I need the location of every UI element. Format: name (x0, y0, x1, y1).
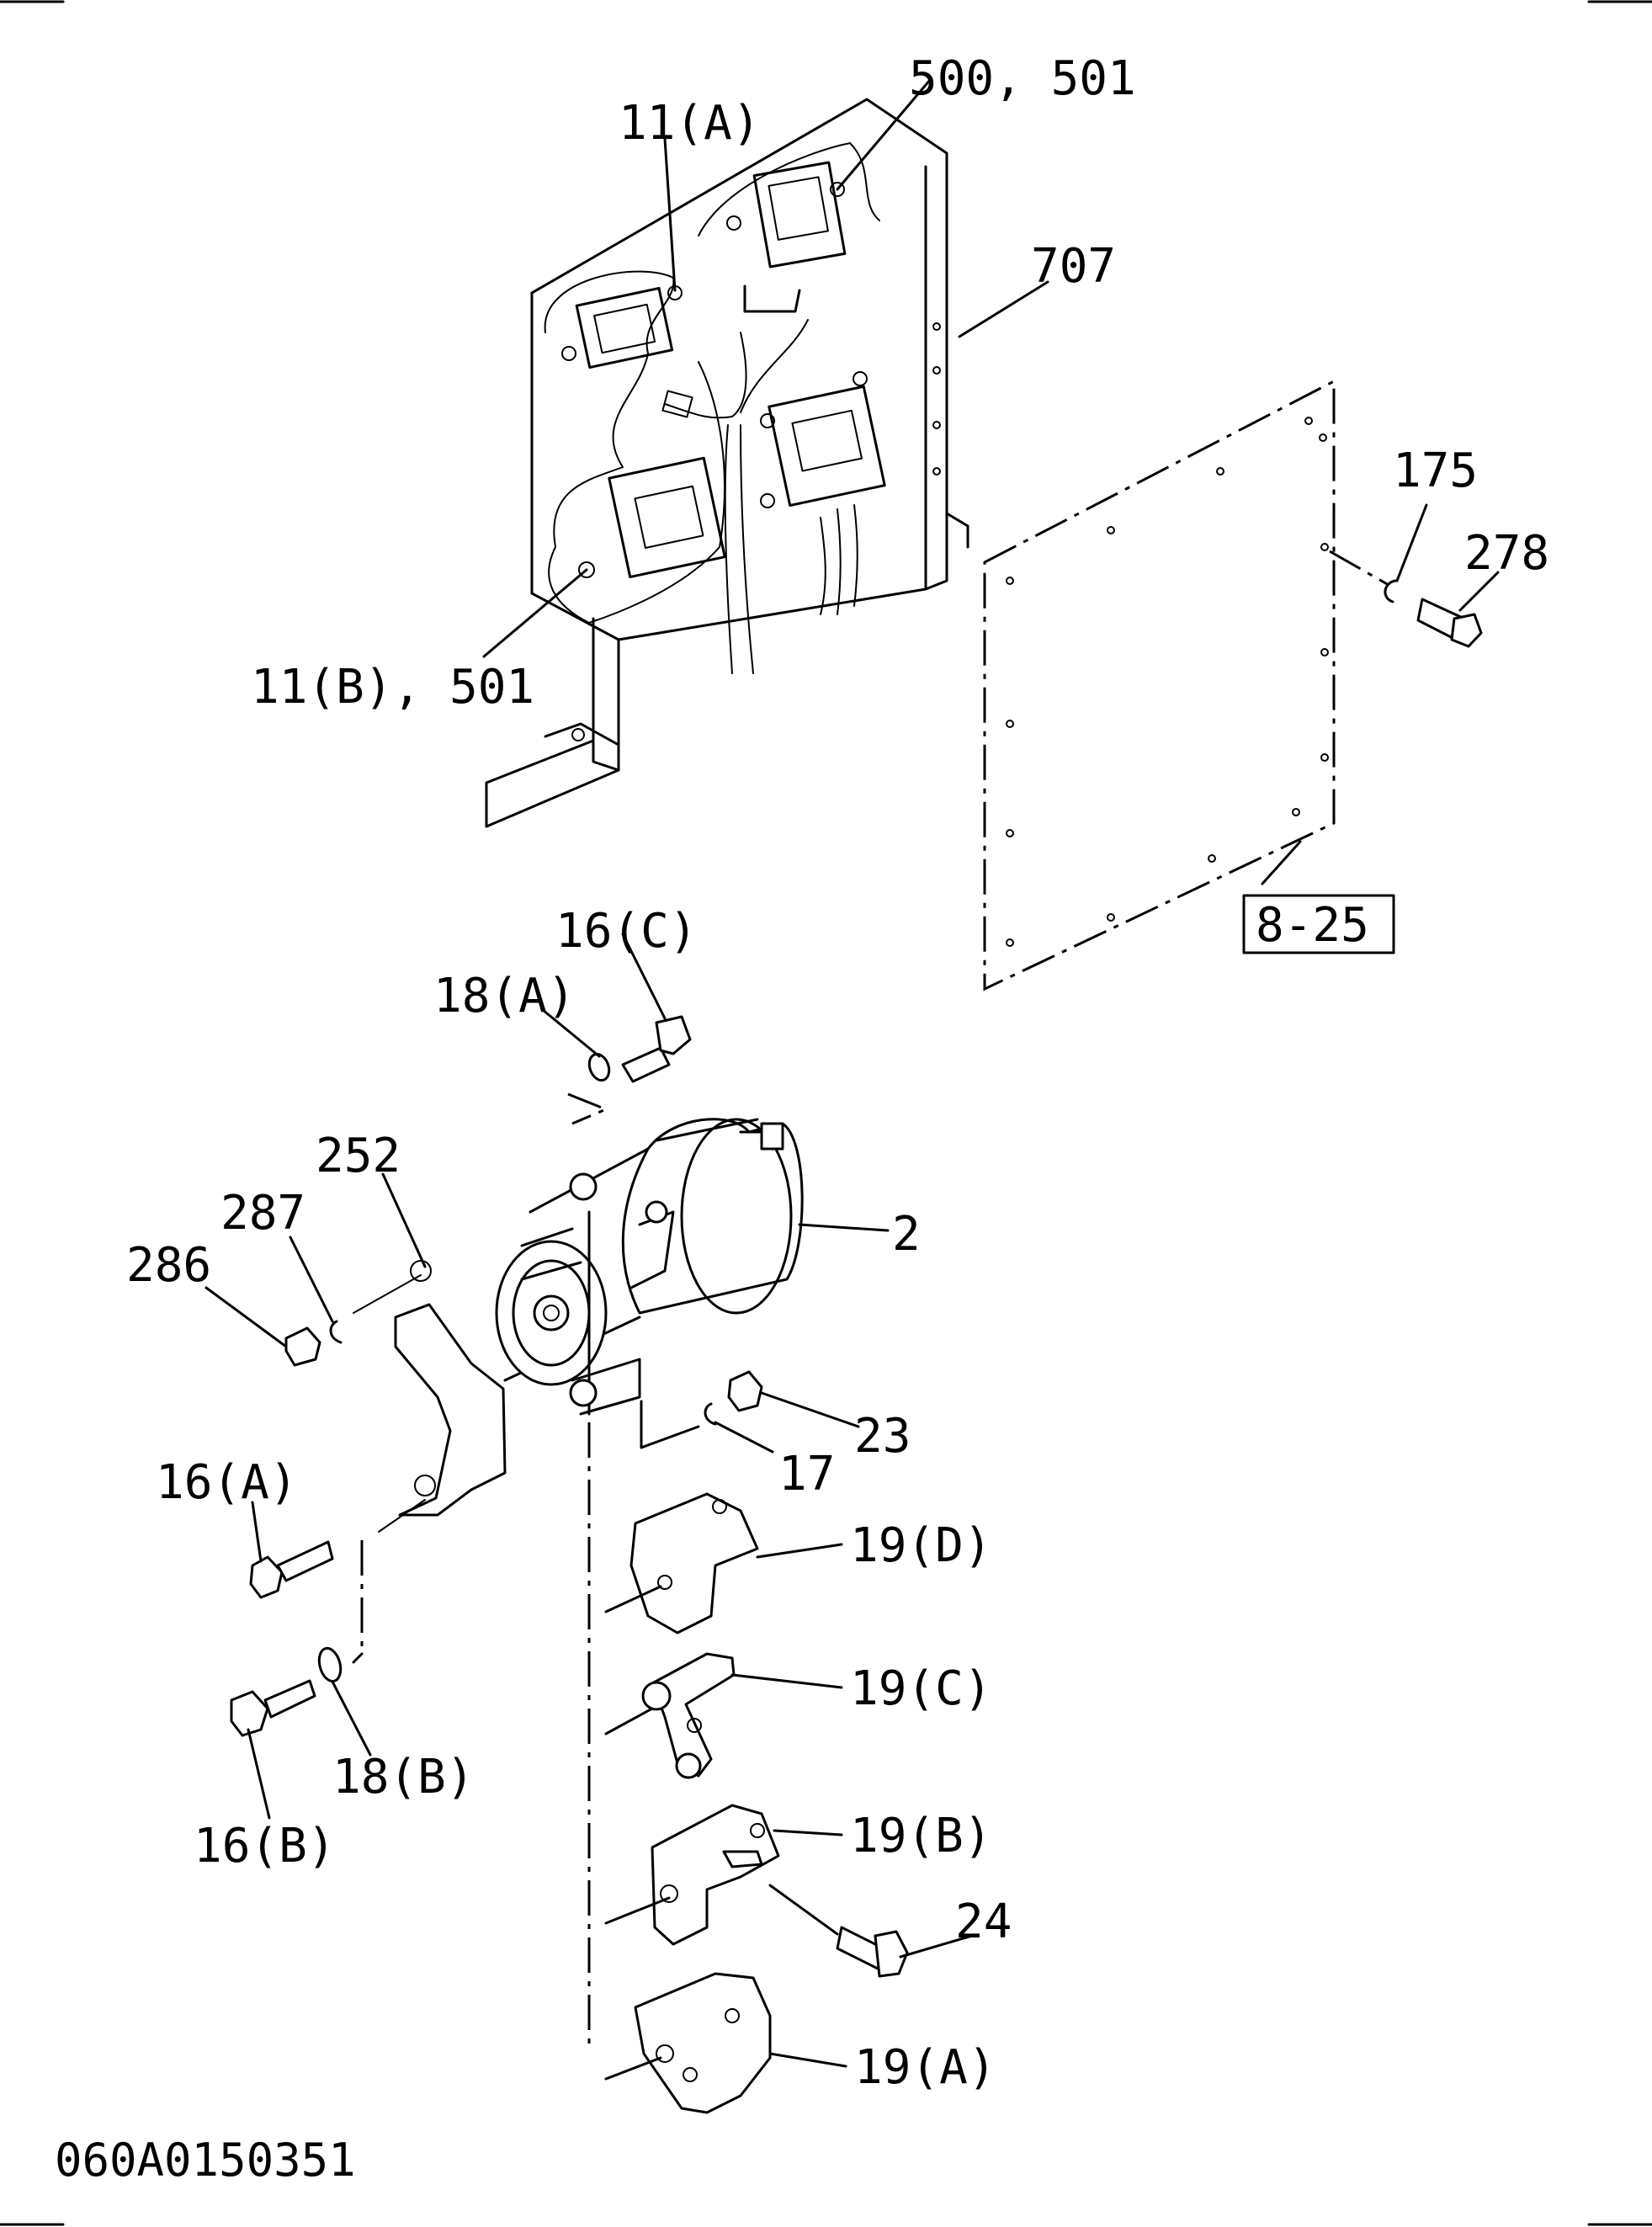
callout-18a: 18(A) (433, 969, 576, 1023)
callout-19a: 19(A) (854, 2040, 996, 2095)
callout-19b: 19(B) (850, 1809, 992, 1863)
bolt-24 (768, 1884, 909, 1978)
callout-278: 278 (1464, 526, 1549, 581)
callout-252: 252 (316, 1129, 401, 1183)
callout-175: 175 (1393, 444, 1478, 498)
callout-19c: 19(C) (850, 1661, 992, 1716)
drawing-code: 060A0150351 (55, 2134, 356, 2187)
alternator-2 (495, 1118, 804, 1416)
callout-11a: 11(A) (619, 96, 761, 151)
callout-19d: 19(D) (850, 1518, 992, 1573)
callout-2: 2 (892, 1207, 921, 1262)
ref-box-8-25 (1242, 894, 1395, 954)
callout-11b-501: 11(B), 501 (251, 660, 534, 715)
callout-16b: 16(B) (194, 1819, 336, 1874)
controller-bracket-707 (485, 98, 969, 828)
bracket-252 (284, 1260, 507, 1533)
bolt-16b-washer-18b (230, 1646, 343, 1737)
callout-17: 17 (778, 1447, 835, 1501)
callout-287: 287 (220, 1186, 305, 1241)
callout-16a: 16(A) (156, 1455, 298, 1510)
callout-16c: 16(C) (555, 904, 698, 959)
callout-18b: 18(B) (332, 1750, 475, 1804)
callout-24: 24 (955, 1895, 1012, 1949)
bracket-19d (604, 1492, 759, 1634)
callout-500-501: 500, 501 (909, 51, 1136, 106)
bracket-19c (604, 1652, 736, 1779)
screw-175-278 (1329, 550, 1483, 648)
callout-286: 286 (126, 1238, 211, 1293)
bolt-16c-washer-18a (567, 1015, 692, 1125)
bolt-16a (249, 1540, 364, 1664)
bracket-19b (604, 1804, 780, 1946)
callout-23: 23 (854, 1409, 911, 1464)
leader-lines (205, 78, 1500, 2068)
callout-8-25: 8-25 (1256, 898, 1369, 953)
bracket-19a (604, 1972, 772, 2114)
callout-707: 707 (1031, 239, 1116, 294)
nut-23-washer-17 (640, 1370, 763, 1449)
cover-plate (983, 379, 1336, 991)
